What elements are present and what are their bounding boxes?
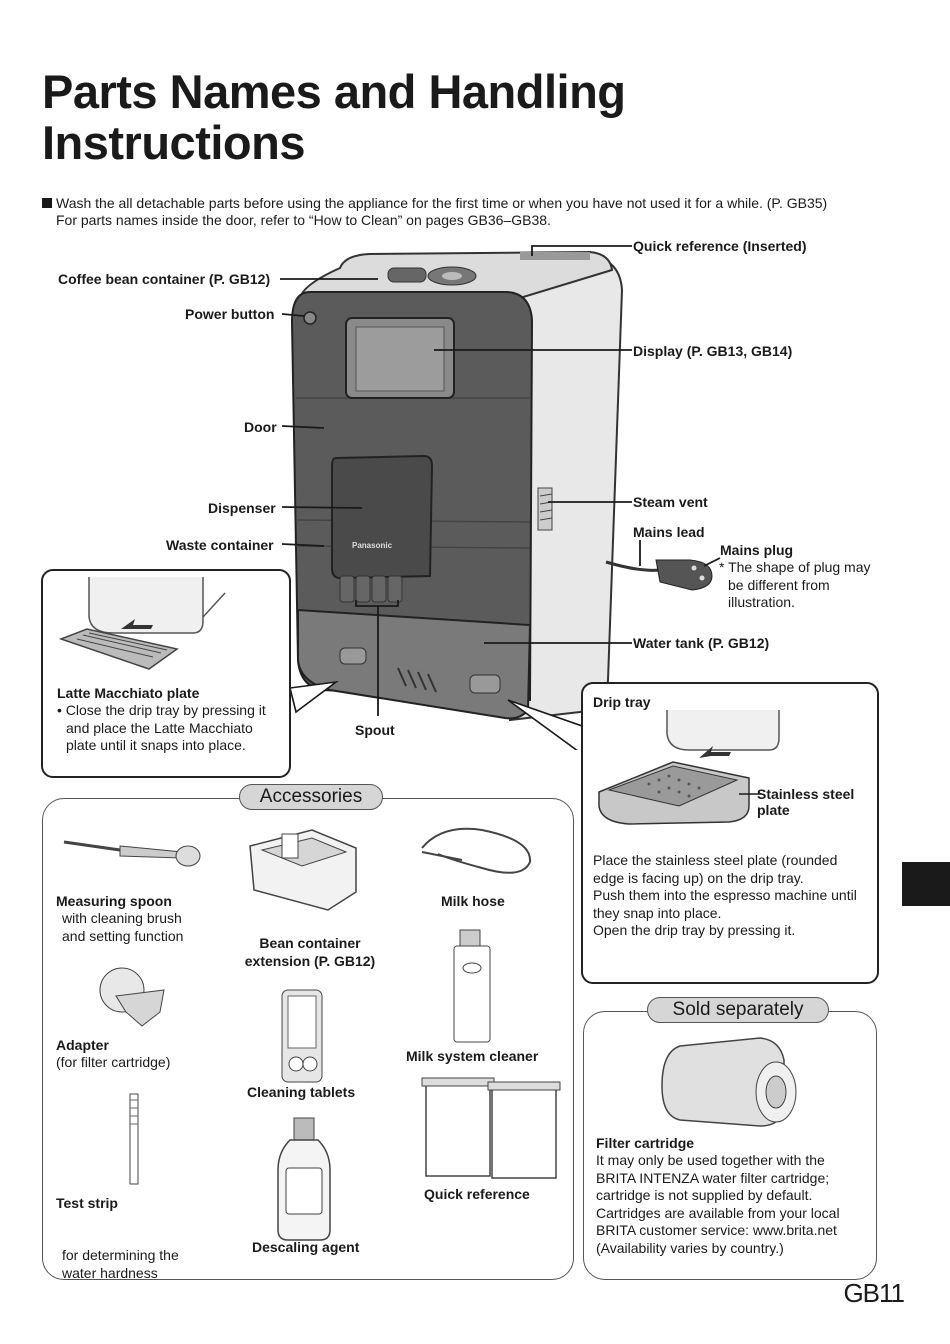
latte-line-3: plate until it snaps into place. (66, 737, 246, 753)
drip-line-5: Open the drip tray by pressing it. (593, 922, 796, 938)
intro-line-1: Wash the all detachable parts before usi… (56, 195, 828, 211)
descaling-bottle-icon (277, 1117, 331, 1241)
bullet-square-icon (42, 198, 52, 208)
label-door: Door (244, 419, 277, 435)
filter-line-5: BRITA customer service: www.brita.net (596, 1222, 837, 1238)
filter-cartridge-icon (661, 1037, 797, 1127)
label-descaling-agent: Descaling agent (252, 1239, 360, 1255)
drip-tray-heading: Drip tray (593, 694, 651, 710)
drip-line-3: Push them into the espresso machine unti… (593, 887, 857, 903)
label-dispenser: Dispenser (208, 500, 276, 516)
bean-extension-icon (249, 829, 357, 911)
bean-extension-line-1: Bean container (259, 935, 361, 951)
label-quick-reference-accessory: Quick reference (424, 1186, 530, 1202)
label-mains-plug: Mains plug (720, 542, 794, 558)
label-power-button: Power button (185, 306, 275, 322)
filter-line-1: It may only be used together with the (596, 1152, 825, 1168)
intro-text: Wash the all detachable parts before usi… (42, 195, 827, 229)
latte-line-2: and place the Latte Macchiato (66, 719, 253, 736)
filter-line-4: Cartridges are available from your local (596, 1204, 840, 1221)
measuring-spoon-note-1: with cleaning brush (62, 910, 182, 926)
coffee-machine-illustration: Panasonic (280, 245, 721, 750)
stainless-plate-label-1: Stainless steel (757, 786, 855, 802)
brand-logo: Panasonic (352, 541, 393, 550)
drip-tray-illustration (598, 710, 780, 825)
label-coffee-bean-container: Coffee bean container (P. GB12) (58, 271, 271, 287)
drip-tray-instructions: Place the stainless steel plate (rounded… (593, 852, 857, 940)
page-number: GB11 (843, 1278, 905, 1308)
filter-line-3: cartridge is not supplied by default. (596, 1187, 813, 1203)
mains-plug-note-2: be different from (728, 576, 830, 593)
title-line-2: Instructions (42, 116, 305, 169)
accessories-heading: Accessories (239, 784, 383, 810)
latte-line-1: • Close the drip tray by pressing it (57, 702, 266, 718)
stainless-plate-label: Stainless steel plate (757, 786, 854, 818)
label-filter-cartridge: Filter cartridge (596, 1135, 695, 1151)
label-spout: Spout (355, 722, 395, 738)
page-title: Parts Names and Handling Instructions (42, 66, 626, 168)
quick-reference-booklet-icon (421, 1077, 561, 1179)
filter-line-2: BRITA INTENZA water filter cartridge; (596, 1169, 830, 1186)
filter-line-6: (Availability varies by country.) (596, 1239, 784, 1256)
bean-extension-line-2: extension (P. GB12) (244, 953, 376, 969)
label-test-strip: Test strip (56, 1195, 118, 1211)
milk-hose-icon (421, 827, 532, 874)
latte-instructions: • Close the drip tray by pressing it and… (57, 702, 266, 755)
mains-plug-note: * The shape of plug may be different fro… (719, 559, 871, 612)
drip-tray-box: Drip tray Stainless steel plate Place th… (581, 682, 879, 984)
label-milk-hose: Milk hose (441, 893, 505, 909)
test-strip-note-1: for determining the (62, 1247, 179, 1263)
label-display: Display (P. GB13, GB14) (633, 343, 793, 359)
test-strip-note-2: water hardness (62, 1264, 158, 1281)
adapter-note: (for filter cartridge) (56, 1054, 171, 1070)
label-bean-extension: Bean container extension (P. GB12) (235, 934, 385, 970)
label-quick-reference: Quick reference (Inserted) (633, 238, 807, 254)
label-cleaning-tablets: Cleaning tablets (247, 1084, 356, 1100)
label-milk-system-cleaner: Milk system cleaner (406, 1048, 539, 1064)
mains-plug-note-3: illustration. (728, 594, 795, 610)
filter-cartridge-text: It may only be used together with the BR… (596, 1152, 840, 1257)
intro-line-2: For parts names inside the door, refer t… (56, 212, 551, 228)
drip-line-2: edge is facing up) on the drip tray. (593, 869, 804, 886)
mains-plug-note-1: * The shape of plug may (719, 559, 871, 575)
label-adapter: Adapter (56, 1037, 109, 1053)
measuring-spoon-note: with cleaning brush and setting function (54, 910, 950, 945)
label-mains-lead: Mains lead (633, 524, 705, 540)
stainless-plate-label-2: plate (757, 802, 790, 818)
adapter-icon (99, 967, 165, 1027)
latte-heading: Latte Macchiato plate (57, 685, 200, 701)
label-waste-container: Waste container (166, 537, 274, 553)
milk-cleaner-bottle-icon (453, 929, 491, 1043)
title-line-1: Parts Names and Handling (42, 65, 626, 118)
latte-macchiato-box: Latte Macchiato plate • Close the drip t… (41, 569, 291, 778)
drip-line-4: they snap into place. (593, 904, 722, 921)
section-tab (902, 862, 950, 906)
drip-line-1: Place the stainless steel plate (rounded (593, 852, 838, 868)
label-water-tank: Water tank (P. GB12) (633, 635, 770, 651)
test-strip-icon (129, 1093, 139, 1185)
measuring-spoon-icon (63, 840, 201, 867)
label-steam-vent: Steam vent (633, 494, 708, 510)
cleaning-tablets-icon (281, 989, 323, 1083)
sold-separately-heading: Sold separately (647, 997, 829, 1023)
latte-plate-illustration (58, 577, 226, 670)
label-measuring-spoon: Measuring spoon (56, 893, 172, 909)
test-strip-note: for determining the water hardness (54, 1247, 950, 1282)
measuring-spoon-note-2: and setting function (62, 927, 184, 944)
accessories-illustrations (63, 827, 561, 1241)
